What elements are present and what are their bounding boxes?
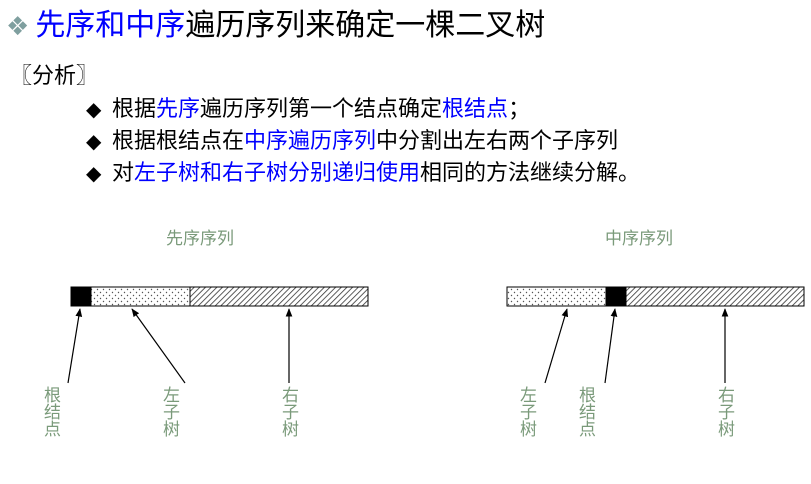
black-diamond-bullet-icon: ◆: [86, 129, 102, 153]
inorder-bar: [506, 286, 805, 307]
inorder-right-segment: [625, 286, 805, 307]
title-rest: 遍历序列来确定一棵二叉树: [185, 8, 546, 43]
inorder-root-segment: [605, 286, 627, 307]
preorder-root-arrow: [67, 308, 83, 384]
highlighted-text: 根结点: [442, 97, 509, 122]
bullet-text: 对: [112, 161, 135, 186]
bullet-text: 中分割出左右两个子序列: [376, 129, 619, 154]
preorder-left-label: 左子树: [159, 386, 179, 437]
inorder-root-label: 根结点: [575, 386, 595, 437]
inorder-left-segment: [506, 286, 607, 307]
highlighted-text: 先序: [156, 97, 201, 122]
analysis-label: 〖分析〗: [10, 64, 99, 89]
preorder-right-segment: [189, 286, 369, 307]
highlighted-text: 左子树和右子树分别递归使用: [134, 161, 421, 186]
preorder-left-segment: [90, 286, 191, 307]
title-highlight: 先序和中序: [35, 8, 186, 43]
bullet-list: ◆ 根据先序遍历序列第一个结点确定根结点； ◆ 根据根结点在中序遍历序列中分割出左右…: [86, 93, 640, 189]
bullet-text: ；: [508, 97, 531, 122]
diamond-bullet-icon: ❖: [6, 12, 30, 42]
bullet-text: 相同的方法继续分解。: [420, 161, 641, 186]
preorder-root-segment: [70, 286, 92, 307]
bullet-item-3: ◆ 对左子树和右子树分别递归使用相同的方法继续分解。: [86, 157, 640, 189]
preorder-bar: [70, 286, 369, 307]
inorder-root-arrow: [604, 308, 618, 384]
bullet-item-2: ◆ 根据根结点在中序遍历序列中分割出左右两个子序列: [86, 125, 640, 157]
bullet-text: 根据根结点在: [112, 129, 245, 154]
black-diamond-bullet-icon: ◆: [86, 97, 102, 121]
inorder-left-label: 左子树: [516, 386, 536, 437]
bullet-text: 根据: [112, 97, 157, 122]
highlighted-text: 中序遍历序列: [244, 129, 377, 154]
preorder-caption: 先序序列: [166, 229, 234, 249]
preorder-root-label: 根结点: [40, 386, 60, 437]
inorder-right-label: 右子树: [714, 386, 734, 437]
bullet-item-1: ◆ 根据先序遍历序列第一个结点确定根结点；: [86, 93, 640, 125]
preorder-right-label: 右子树: [278, 386, 298, 437]
inorder-left-arrow: [544, 308, 569, 384]
bullet-text: 遍历序列第一个结点确定: [200, 97, 443, 122]
slide-title: ❖先序和中序遍历序列来确定一棵二叉树: [6, 6, 545, 47]
preorder-left-arrow: [131, 308, 186, 384]
black-diamond-bullet-icon: ◆: [86, 161, 102, 185]
inorder-caption: 中序序列: [605, 229, 673, 249]
